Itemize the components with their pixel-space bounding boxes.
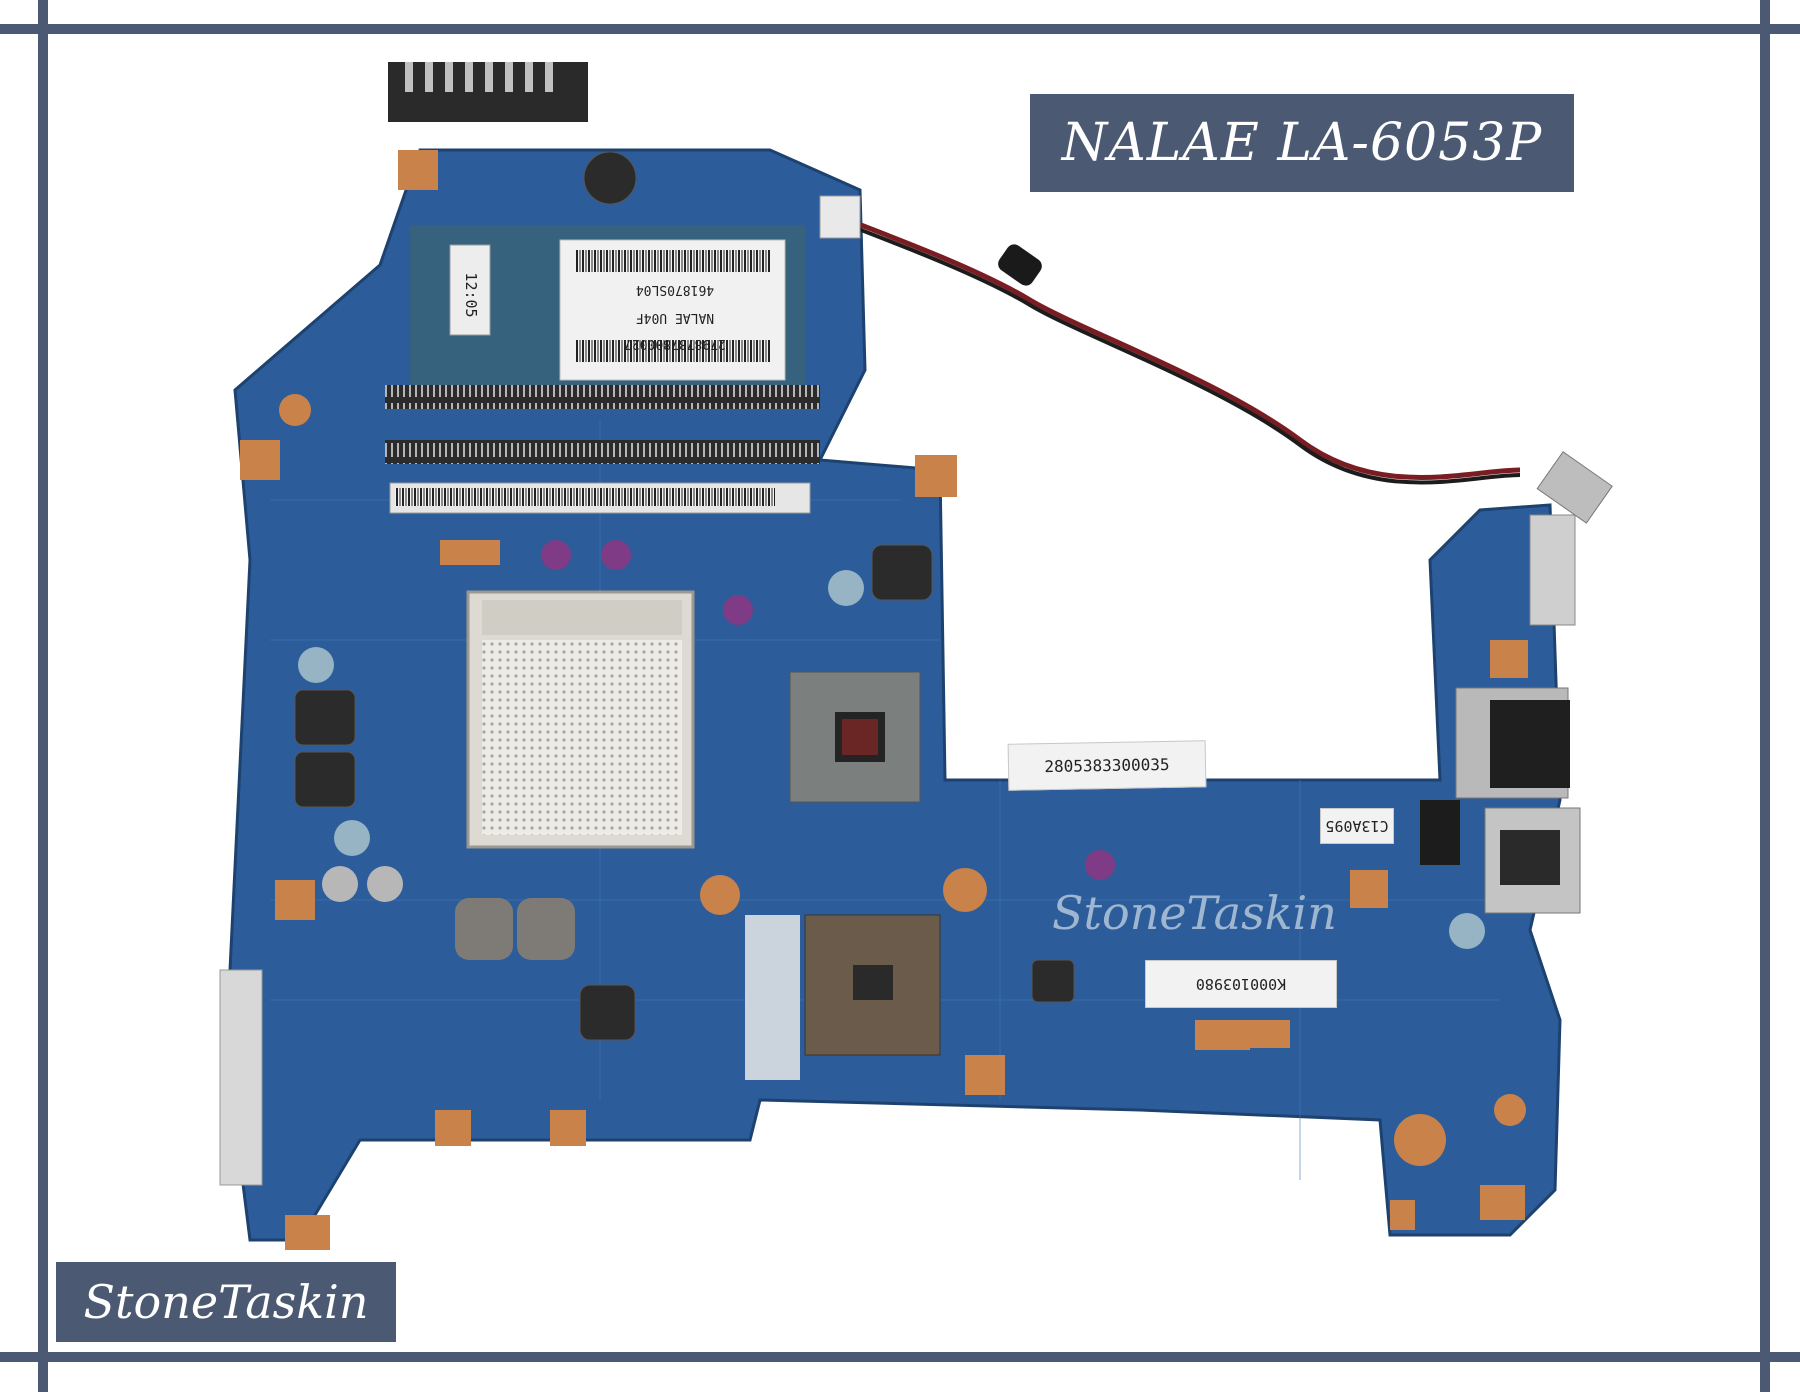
brand-banner: StoneTaskin (56, 1262, 396, 1342)
watermark-text: StoneTaskin (1052, 886, 1337, 940)
ram-label-line-1: 2798787800027 (624, 336, 726, 352)
frame-left-line (38, 0, 48, 1392)
barcode-sticker-k000: K000103980 (1145, 960, 1337, 1008)
ram-label-line-2: NALAE U04F (635, 310, 715, 326)
ram-label-line-3: 461870SL04 (635, 282, 715, 298)
model-title-banner: NALAE LA-6053P (1030, 94, 1574, 192)
frame-right-line (1760, 0, 1770, 1392)
frame-bottom-line (0, 1352, 1800, 1362)
date-sticker: 12:05 (462, 272, 480, 318)
barcode-sticker-serial: 2805383300035 (1007, 740, 1207, 791)
frame-top-line (0, 24, 1800, 34)
barcode-sticker-c13: C13A095 (1320, 808, 1394, 844)
